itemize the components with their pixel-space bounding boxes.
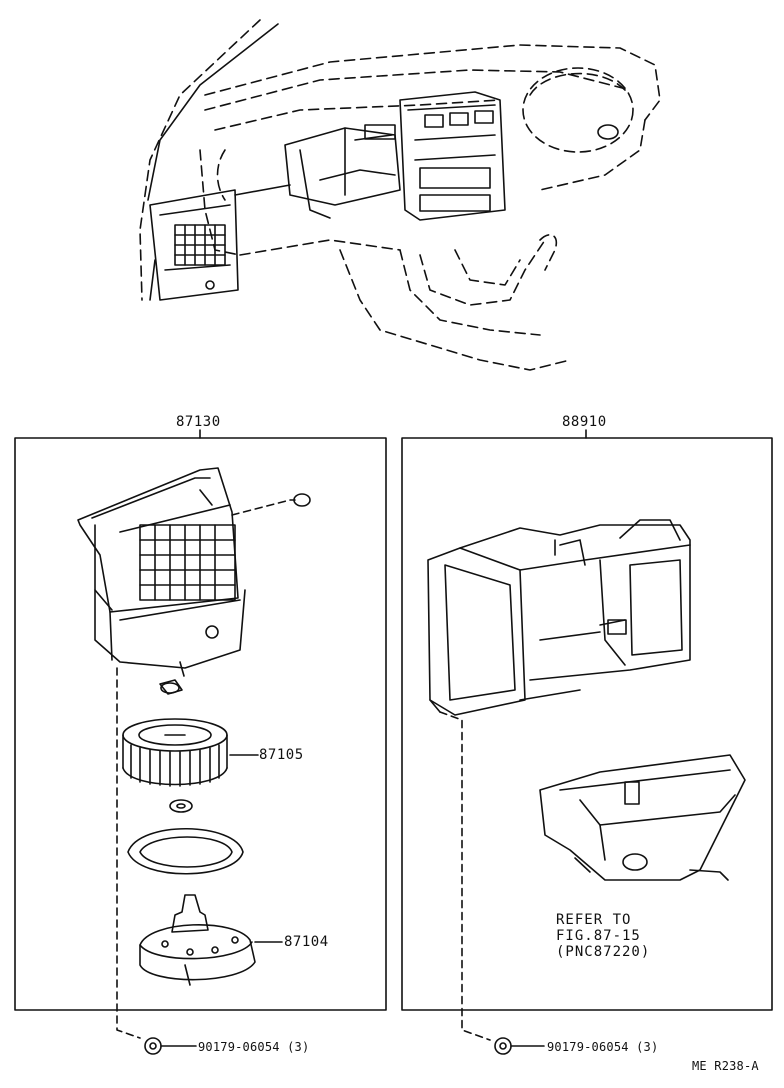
refer-note: REFER TO FIG.87-15 (PNC87220): [556, 912, 650, 960]
callout-87104: 87104: [284, 934, 329, 950]
heater-case: [427, 519, 691, 716]
leader-left: [116, 667, 141, 1039]
refer-line-1: REFER TO: [556, 912, 632, 928]
lower-unit: [539, 754, 746, 881]
gasket: [127, 828, 244, 875]
callout-screw-right: 90179-06054 (3): [547, 1040, 659, 1054]
refer-line-2: FIG.87-15: [556, 928, 641, 944]
diagram-code: ME R238-A: [692, 1059, 759, 1073]
blower-fan: [122, 718, 228, 787]
blower-housing: [77, 467, 246, 677]
callout-screw-left: 90179-06054 (3): [198, 1040, 310, 1054]
part-number-88910: 88910: [562, 414, 607, 430]
screw-right: [494, 1037, 545, 1055]
group-87130-box: [14, 429, 387, 1011]
dashboard-overview-illustration: [139, 19, 661, 371]
screw-left: [144, 1037, 197, 1055]
group-88910-box: [401, 429, 773, 1011]
part-number-87130: 87130: [176, 414, 221, 430]
callout-87105: 87105: [259, 747, 304, 763]
blower-motor: [139, 894, 256, 986]
housing-screw: [231, 493, 311, 516]
nut: [159, 679, 183, 695]
refer-line-3: (PNC87220): [556, 944, 651, 960]
leader-right: [439, 711, 491, 1041]
washer: [169, 799, 193, 813]
